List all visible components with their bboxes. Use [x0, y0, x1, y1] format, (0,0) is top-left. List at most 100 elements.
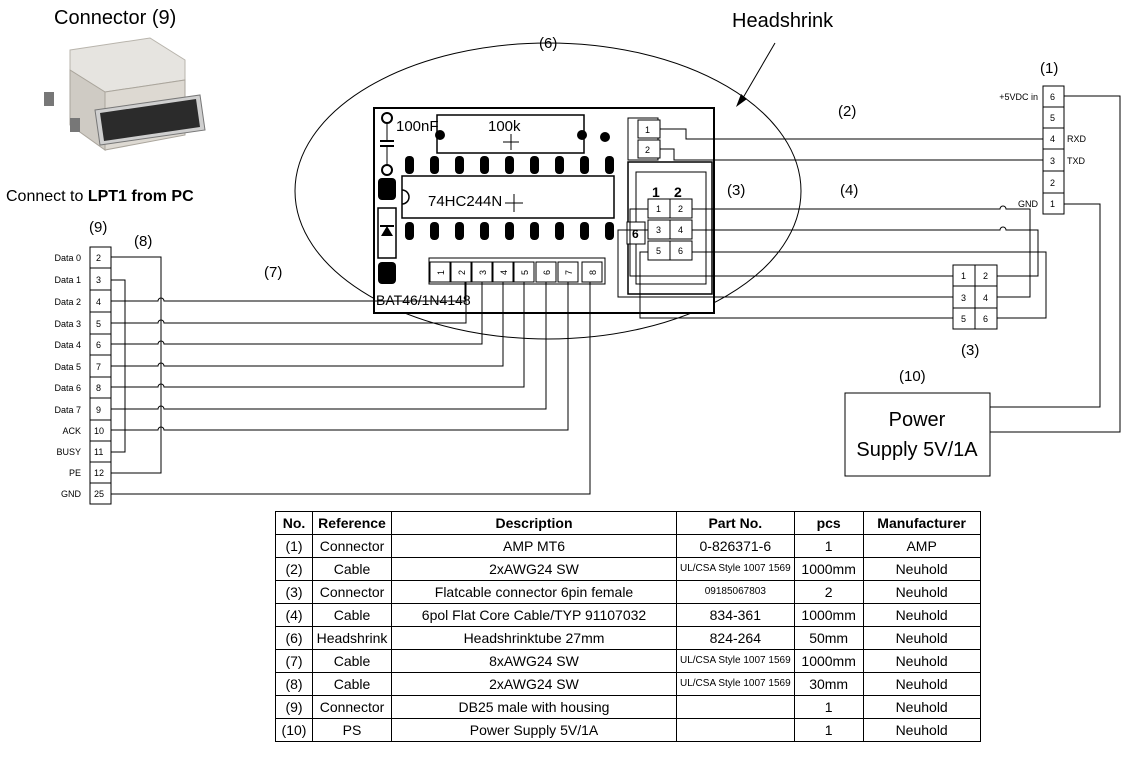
headshrink-outline: [294, 42, 802, 340]
svg-text:1: 1: [1050, 199, 1055, 209]
pcb-ic-label: 74HC244N: [428, 193, 502, 210]
tag-3-bottom: (3): [961, 342, 979, 359]
svg-text:3: 3: [656, 225, 661, 235]
tag-4: (4): [840, 182, 858, 199]
tag-1: (1): [1040, 60, 1058, 77]
svg-text:6: 6: [96, 340, 101, 350]
svg-text:1: 1: [961, 271, 966, 281]
svg-text:5: 5: [656, 246, 661, 256]
pcb-res-label: 100k: [488, 118, 521, 135]
svg-text:5: 5: [1050, 113, 1055, 123]
svg-text:PE: PE: [69, 468, 81, 478]
svg-text:Data 6: Data 6: [54, 383, 81, 393]
svg-text:2: 2: [983, 271, 988, 281]
svg-text:ACK: ACK: [62, 426, 81, 436]
svg-text:1: 1: [645, 125, 650, 135]
headshrink-arrow: [739, 42, 776, 104]
tag-10: (10): [899, 368, 926, 385]
svg-text:11: 11: [94, 447, 103, 457]
svg-text:2: 2: [1050, 178, 1055, 188]
svg-text:12: 12: [94, 468, 104, 478]
svg-text:6: 6: [678, 246, 683, 256]
svg-text:5: 5: [96, 319, 101, 329]
connect-lpt1-label: Connect to LPT1 from PC: [6, 188, 194, 205]
bom-table: No. Reference Description Part No. pcs M…: [275, 511, 981, 742]
svg-text:25: 25: [94, 489, 104, 499]
svg-text:9: 9: [96, 405, 101, 415]
conn-side-6: 6: [632, 227, 639, 241]
bom-col-reference: Reference: [312, 511, 392, 535]
svg-text:Data 4: Data 4: [54, 340, 81, 350]
tag-2: (2): [838, 103, 856, 120]
svg-text:4: 4: [983, 293, 988, 303]
svg-text:3: 3: [96, 275, 101, 285]
pcb-2pin-header: 1 2: [637, 119, 661, 159]
power-line2: Supply 5V/1A: [856, 439, 978, 461]
svg-text:8: 8: [588, 270, 598, 275]
svg-text:2: 2: [457, 270, 467, 275]
tag-7: (7): [264, 264, 282, 281]
bom-col-description: Description: [391, 511, 677, 535]
svg-text:3: 3: [478, 270, 488, 275]
svg-text:3: 3: [1050, 156, 1055, 166]
svg-text:7: 7: [96, 362, 101, 372]
svg-text:6: 6: [1050, 92, 1055, 102]
table-row: (3)Connector Flatcable connector 6pin fe…: [275, 580, 981, 604]
svg-text:TXD: TXD: [1067, 156, 1086, 166]
power-supply-box: Power Supply 5V/1A: [844, 392, 991, 477]
bom-header-row: No. Reference Description Part No. pcs M…: [275, 511, 981, 535]
svg-text:2: 2: [96, 253, 101, 263]
svg-text:7: 7: [564, 270, 574, 275]
svg-text:3: 3: [961, 293, 966, 303]
bom-col-partno: Part No.: [676, 511, 795, 535]
svg-text:2: 2: [645, 145, 650, 155]
svg-text:GND: GND: [1018, 199, 1039, 209]
tag-9: (9): [89, 219, 107, 236]
power-line1: Power: [889, 409, 946, 431]
pcb-6pin-header: 1 2 3 4 5 6: [647, 198, 693, 261]
svg-text:1: 1: [656, 204, 661, 214]
svg-text:8: 8: [96, 383, 101, 393]
svg-text:5: 5: [961, 314, 966, 324]
headshrink-label: Headshrink: [732, 10, 834, 32]
svg-text:4: 4: [499, 270, 509, 275]
ic-bottom-pins: [405, 222, 614, 240]
pcb-cap-label: 100nF: [396, 118, 439, 135]
svg-text:Data 1: Data 1: [54, 275, 81, 285]
svg-text:GND: GND: [61, 489, 82, 499]
svg-text:2: 2: [678, 204, 683, 214]
pcb-diode-label: BAT46/1N4148: [376, 292, 471, 308]
db25-connector-photo: [44, 37, 206, 151]
svg-text:Data 7: Data 7: [54, 405, 81, 415]
svg-text:4: 4: [96, 297, 101, 307]
ic-top-pins: [405, 156, 614, 174]
svg-text:Data 2: Data 2: [54, 297, 81, 307]
svg-text:4: 4: [1050, 134, 1055, 144]
connector9-title: Connector (9): [54, 7, 176, 29]
conn-top-1: 1: [652, 184, 660, 200]
svg-text:+5VDC in: +5VDC in: [999, 92, 1038, 102]
svg-text:4: 4: [678, 225, 683, 235]
wiring-diagram: Connector (9) Connect to LPT1 from PC (9…: [6, 7, 1121, 505]
db25-pin-block: 2 3 4 5 6 7 8 9 10 11 12 25 Data 0 Data 1 Data…: [54, 246, 112, 505]
svg-text:RXD: RXD: [1067, 134, 1087, 144]
table-row: (4)Cable 6pol Flat Core Cable/TYP 911070…: [275, 603, 981, 627]
pcb-8pin-header: 1 2 3 4 5 6 7 8: [428, 257, 606, 285]
svg-text:6: 6: [983, 314, 988, 324]
tag-8: (8): [134, 233, 152, 250]
bom-col-no: No.: [275, 511, 313, 535]
svg-text:6: 6: [542, 270, 552, 275]
svg-text:Data 0: Data 0: [54, 253, 81, 263]
svg-text:5: 5: [520, 270, 530, 275]
svg-text:10: 10: [94, 426, 104, 436]
wires: [111, 95, 1121, 495]
bom-col-pcs: pcs: [793, 511, 864, 535]
svg-text:Data 5: Data 5: [54, 362, 81, 372]
